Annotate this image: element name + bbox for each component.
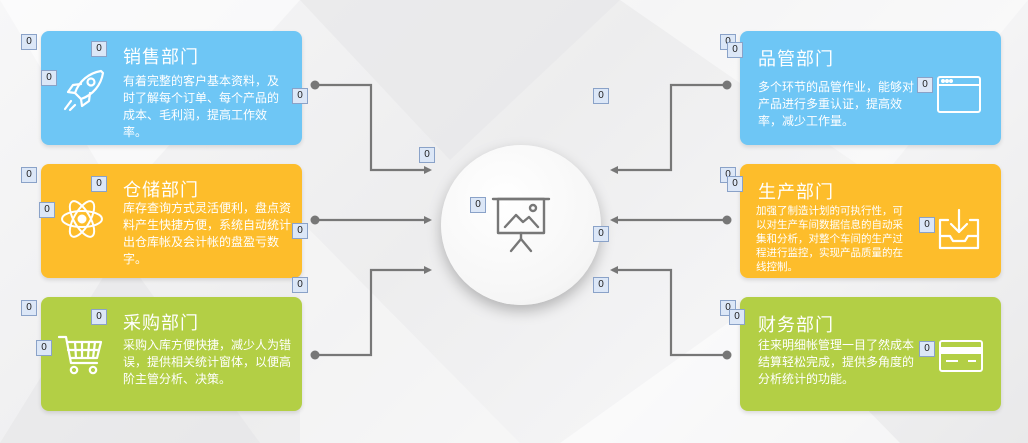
badge: 0 — [919, 217, 935, 233]
badge: 0 — [91, 41, 107, 57]
card-quality: 品管部门 多个环节的品管作业，能够对产品进行多重认证，提高效率，减少工作量。 — [740, 31, 1001, 145]
cart-icon — [57, 333, 105, 381]
badge: 0 — [419, 147, 435, 163]
badge: 0 — [470, 197, 486, 213]
card-title: 销售部门 — [123, 47, 199, 68]
badge: 0 — [593, 88, 609, 104]
badge: 0 — [91, 309, 107, 325]
badge: 0 — [593, 277, 609, 293]
window-icon — [936, 75, 982, 119]
badge: 0 — [21, 34, 37, 50]
badge: 0 — [21, 167, 37, 183]
badge: 0 — [39, 202, 55, 218]
badge: 0 — [593, 226, 609, 242]
card-description: 往来明细帐管理一目了然成本结算轻松完成，提供多角度的分析统计的功能。 — [758, 338, 915, 386]
badge: 0 — [729, 309, 745, 325]
connector-quality — [610, 83, 727, 174]
center-hub — [441, 145, 601, 305]
card-title: 财务部门 — [758, 315, 834, 336]
card-description: 多个环节的品管作业，能够对产品进行多重认证，提高效率，减少工作量。 — [758, 80, 915, 128]
connector-sales — [315, 83, 432, 174]
inbox-download-icon — [936, 208, 982, 256]
card-title: 采购部门 — [123, 313, 199, 334]
card-description: 有着完整的客户基本资料，及时了解每个订单、每个产品的成本、毛利润，提高工作效率。 — [123, 74, 280, 139]
card-warehouse: 仓储部门 库存查询方式灵活便利，盘点资料产生快捷方便，系统自动统计出仓库帐及会计… — [41, 164, 302, 278]
badge: 0 — [21, 300, 37, 316]
card-purchase: 采购部门 采购入库方便快捷，减少人为错误，提供相关统计窗体，以便高阶主管分析、决… — [41, 297, 302, 411]
badge: 0 — [917, 77, 933, 93]
badge: 0 — [727, 176, 743, 192]
card-description: 加强了制造计划的可执行性，可以对生产车间数据信息的自动采集和分析，对整个车间的生… — [756, 205, 903, 273]
card-sales: 销售部门 有着完整的客户基本资料，及时了解每个订单、每个产品的成本、毛利润，提高… — [41, 31, 302, 145]
badge: 0 — [41, 70, 57, 86]
card-description: 库存查询方式灵活便利，盘点资料产生快捷方便，系统自动统计出仓库帐及会计帐的盘盈亏… — [123, 201, 292, 266]
presentation-board-icon — [489, 193, 553, 261]
credit-card-icon — [938, 339, 984, 377]
card-title: 品管部门 — [758, 49, 834, 70]
badge: 0 — [919, 341, 935, 357]
card-finance: 财务部门 往来明细帐管理一目了然成本结算轻松完成，提供多角度的分析统计的功能。 — [740, 297, 1001, 411]
badge: 0 — [292, 88, 308, 104]
connector-finance — [610, 266, 727, 357]
badge: 0 — [91, 176, 107, 192]
connector-purchase — [315, 266, 432, 357]
badge: 0 — [727, 42, 743, 58]
card-title: 生产部门 — [758, 182, 834, 203]
rocket-icon — [61, 67, 107, 117]
card-production: 生产部门 加强了制造计划的可执行性，可以对生产车间数据信息的自动采集和分析，对整… — [740, 164, 1001, 278]
badge: 0 — [292, 223, 308, 239]
badge: 0 — [36, 340, 52, 356]
card-description: 采购入库方便快捷，减少人为错误，提供相关统计窗体，以便高阶主管分析、决策。 — [123, 338, 292, 386]
atom-icon — [59, 196, 105, 246]
badge: 0 — [292, 277, 308, 293]
card-title: 仓储部门 — [123, 180, 199, 201]
